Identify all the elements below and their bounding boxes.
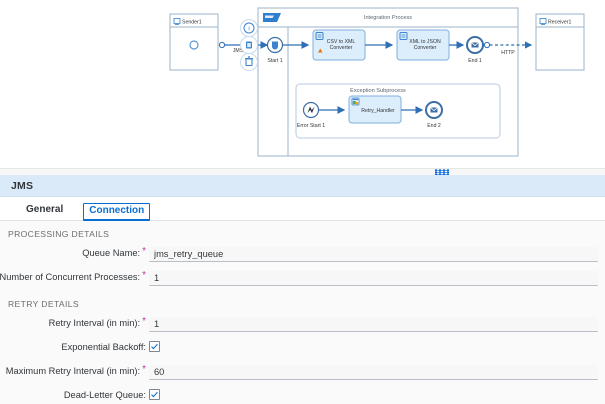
check-icon xyxy=(151,343,158,349)
participant-icon xyxy=(539,18,547,25)
delete-icon-button[interactable] xyxy=(240,53,258,71)
field-cell-dead-letter-queue xyxy=(149,386,605,404)
element-toolbar[interactable]: i xyxy=(240,19,258,71)
copy-icon-button[interactable] xyxy=(240,36,258,54)
field-cell-max-retry-interval xyxy=(149,362,605,380)
required-marker: * xyxy=(142,245,146,257)
node-label-line2: Converter xyxy=(414,45,437,51)
field-row-dead-letter-queue: Dead-Letter Queue: xyxy=(0,385,605,404)
exception-subprocess[interactable]: Exception Subprocess Error Start 1 xyxy=(295,83,501,139)
process-title: Integration Process xyxy=(364,15,412,21)
label-text: Maximum Retry Interval (in min): xyxy=(5,365,141,376)
max-retry-interval-input[interactable] xyxy=(149,364,598,380)
dead-letter-queue-checkbox[interactable] xyxy=(149,388,160,400)
node-label-line1: CSV to XML xyxy=(327,39,356,45)
section-title-processing-details: PROCESSING DETAILS xyxy=(8,229,110,239)
panel-title: JMS xyxy=(11,179,34,192)
node-end-1[interactable]: End 1 xyxy=(466,36,484,64)
section-title-retry-details: RETRY DETAILS xyxy=(8,299,79,309)
label-text: Queue Name: xyxy=(82,247,141,258)
node-label-line1: XML to JSON xyxy=(409,39,441,45)
participant-icon xyxy=(173,18,181,25)
exponential-backoff-checkbox[interactable] xyxy=(149,340,160,352)
connection-form: PROCESSING DETAILS Queue Name: * Number … xyxy=(0,221,605,404)
label-exponential-backoff: Exponential Backoff: xyxy=(0,342,149,352)
field-cell-queue-name xyxy=(149,244,605,262)
diagram-svg: Sender1 Integration Process JMS xyxy=(169,7,585,157)
script-task-icon xyxy=(351,97,360,106)
node-label: Retry_Handler xyxy=(361,108,395,114)
svg-text:i: i xyxy=(248,27,249,33)
node-label: End 1 xyxy=(468,58,482,64)
field-row-max-retry-interval: Maximum Retry Interval (in min): * xyxy=(0,361,605,380)
label-text: Number of Concurrent Processes: xyxy=(0,271,141,282)
sap-logo-icon xyxy=(263,13,281,22)
label-queue-name: Queue Name: * xyxy=(0,245,149,258)
label-concurrent-processes: Number of Concurrent Processes: * xyxy=(0,269,149,282)
sender-protocol-label: JMS xyxy=(233,48,244,54)
properties-panel: JMS General Connection PROCESSING DETAIL… xyxy=(0,175,605,404)
label-text: Exponential Backoff: xyxy=(61,341,146,352)
node-retry-handler[interactable]: Retry_Handler xyxy=(348,95,402,124)
node-error-start-1[interactable]: Error Start 1 xyxy=(297,101,325,130)
field-cell-retry-interval xyxy=(149,314,605,332)
check-icon xyxy=(151,391,158,397)
info-icon-button[interactable]: i xyxy=(240,19,258,37)
retry-interval-input[interactable] xyxy=(149,316,598,332)
field-row-concurrent-processes: Number of Concurrent Processes: * xyxy=(0,267,605,286)
sender-label: Sender1 xyxy=(182,20,202,26)
node-label: Start 1 xyxy=(267,58,282,64)
field-row-retry-interval: Retry Interval (in min): * xyxy=(0,313,605,332)
field-row-exponential-backoff: Exponential Backoff: xyxy=(0,337,605,356)
node-label: End 2 xyxy=(427,123,441,129)
queue-name-input[interactable] xyxy=(149,246,598,262)
warning-icon xyxy=(318,48,323,53)
required-marker: * xyxy=(142,363,146,375)
node-csv-to-xml-converter[interactable]: CSV to XML Converter xyxy=(312,29,366,61)
label-text: Dead-Letter Queue: xyxy=(63,389,146,400)
diagram-canvas[interactable]: Sender1 Integration Process JMS xyxy=(0,0,605,168)
receiver-label: Receiver1 xyxy=(548,20,571,26)
panel-tabbar[interactable]: General Connection xyxy=(0,197,605,221)
converter-icon xyxy=(399,32,408,40)
required-marker: * xyxy=(142,315,146,327)
sender-participant[interactable]: Sender1 xyxy=(169,13,219,71)
node-label-line2: Converter xyxy=(330,45,353,51)
required-marker: * xyxy=(142,269,146,281)
concurrent-processes-input[interactable] xyxy=(149,270,598,286)
receiver-connection[interactable]: HTTP xyxy=(483,41,533,56)
node-xml-to-json-converter[interactable]: XML to JSON Converter xyxy=(396,29,450,61)
field-cell-concurrent-processes xyxy=(149,268,605,286)
receiver-participant[interactable]: Receiver1 xyxy=(535,13,585,71)
node-end-2[interactable]: End 2 xyxy=(425,101,443,129)
label-max-retry-interval: Maximum Retry Interval (in min): * xyxy=(0,363,149,376)
splitter-grip-handle[interactable] xyxy=(435,169,449,175)
label-retry-interval: Retry Interval (in min): * xyxy=(0,315,149,328)
field-row-queue-name: Queue Name: * xyxy=(0,243,605,262)
tab-connection[interactable]: Connection xyxy=(83,203,151,221)
node-start-1[interactable]: Start 1 xyxy=(266,36,284,65)
field-cell-exponential-backoff xyxy=(149,338,605,356)
label-dead-letter-queue: Dead-Letter Queue: xyxy=(0,390,149,400)
label-text: Retry Interval (in min): xyxy=(48,317,141,328)
panel-header: JMS xyxy=(0,175,605,197)
subprocess-title: Exception Subprocess xyxy=(350,88,406,94)
converter-icon xyxy=(315,32,324,40)
node-label: Error Start 1 xyxy=(297,123,325,129)
receiver-protocol-label: HTTP xyxy=(501,50,515,56)
tab-general[interactable]: General xyxy=(26,204,64,215)
